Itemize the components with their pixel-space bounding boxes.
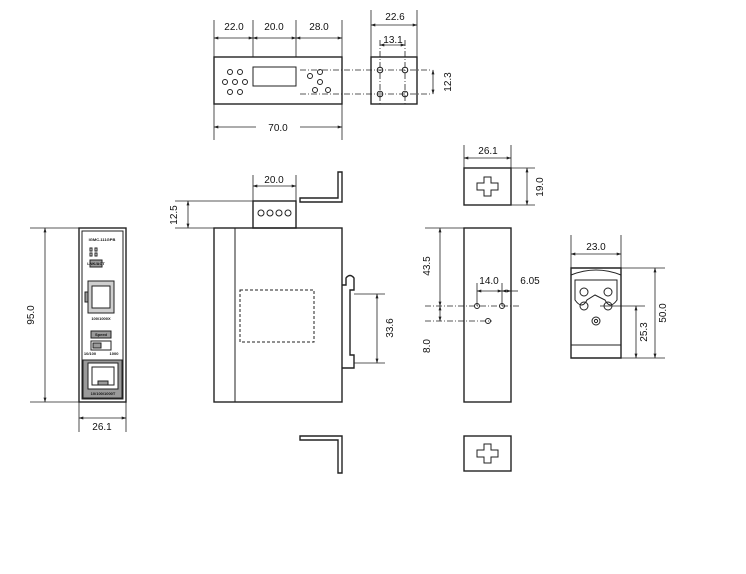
- dim-end-w: 26.1: [478, 146, 498, 157]
- cross-slot: [476, 176, 499, 197]
- dim-hole-sp: 14.0: [479, 276, 499, 287]
- top-view: 22.0 20.0 28.0 70.0: [213, 20, 430, 140]
- led: [94, 252, 98, 257]
- connector-pin: [284, 209, 292, 217]
- cross-slot: [476, 443, 499, 464]
- bracket-outline: [370, 56, 418, 105]
- dim-bracket-w: 22.6: [385, 12, 405, 23]
- side-view: 20.0 12.5 33.6: [169, 171, 396, 474]
- rj45-label: 10/100/1000T: [91, 391, 116, 396]
- din-clip: [342, 274, 355, 369]
- dim-top-w1: 22.0: [224, 22, 244, 33]
- dim-offset-v: 43.5: [422, 256, 433, 276]
- rear-view: 26.1 19.0 43.5 8.0 14.0 6.05: [422, 145, 546, 472]
- front-outline: [78, 227, 127, 403]
- led: [94, 247, 98, 252]
- switch-left-label: 10/100: [84, 351, 97, 356]
- dim-top-total: 70.0: [268, 123, 288, 134]
- clip-curve: [570, 269, 622, 276]
- dim-rail-h: 33.6: [385, 318, 396, 338]
- front-panel-inner: [81, 230, 124, 400]
- label-area: [252, 66, 297, 87]
- port-label: 100/1000X: [91, 316, 111, 321]
- end-plate-top: [463, 167, 512, 206]
- switch-right-label: 1000: [110, 351, 120, 356]
- din-clip-view: 23.0 50.0 25.3: [570, 235, 669, 359]
- dim-bracket-hole: 13.1: [383, 35, 403, 46]
- led: [89, 252, 93, 257]
- led: [89, 247, 93, 252]
- dim-connector-h: 12.5: [169, 205, 180, 225]
- top-view-outline: [213, 56, 343, 105]
- l-bracket-top: [299, 171, 343, 203]
- sfp-latch: [84, 291, 89, 303]
- clip-spring: [574, 279, 618, 306]
- clip-hole: [579, 301, 589, 311]
- vent-holes: [222, 69, 331, 95]
- led-label-box: [89, 259, 103, 268]
- clip-hole: [603, 287, 613, 297]
- clip-hole-inner: [593, 318, 599, 324]
- dim-clip-w: 23.0: [586, 242, 606, 253]
- front-view: IGMC-111GPB LNK/ACT 100/1000X Speed 10/1…: [26, 227, 127, 433]
- dim-top-w2: 20.0: [264, 22, 284, 33]
- led-label: LNK/ACT: [87, 261, 105, 266]
- speed-label: Speed: [95, 332, 108, 337]
- clip-hole: [579, 287, 589, 297]
- dim-clip-h: 50.0: [658, 303, 669, 323]
- clip-hole: [591, 316, 601, 326]
- dim-hole-v: 8.0: [422, 339, 433, 353]
- l-bracket-bottom: [299, 435, 343, 474]
- connector-pin: [257, 209, 265, 217]
- dim-connector-w: 20.0: [264, 175, 284, 186]
- dim-bracket-h: 12.3: [443, 72, 454, 92]
- bracket-view: 22.6 13.1 12.3: [370, 10, 454, 105]
- label-recess: [239, 289, 315, 343]
- dim-clip-hole: 25.3: [639, 322, 650, 342]
- sfp-port-opening: [91, 285, 111, 309]
- rj45-tab: [97, 380, 109, 386]
- dim-end-h: 19.0: [535, 177, 546, 197]
- connector-pin: [275, 209, 283, 217]
- speed-switch-knob: [92, 342, 102, 349]
- speed-label-box: [90, 330, 112, 339]
- rear-outline: [463, 227, 512, 403]
- dim-top-w3: 28.0: [309, 22, 329, 33]
- dim-front-w: 26.1: [92, 422, 112, 433]
- dim-hole-off: 6.05: [520, 276, 540, 287]
- model-label: IGMC-111GPB: [89, 237, 116, 242]
- connector-pin: [266, 209, 274, 217]
- dim-front-h: 95.0: [26, 305, 37, 325]
- end-plate-bottom: [463, 435, 512, 472]
- connector-block: [252, 200, 297, 229]
- housing-side: [213, 227, 343, 403]
